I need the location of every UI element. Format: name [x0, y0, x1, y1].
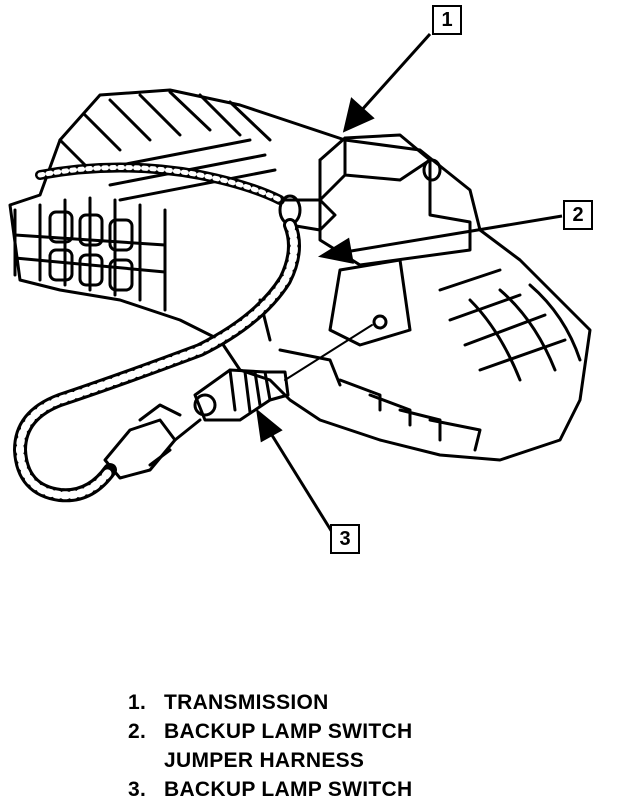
legend: 1. TRANSMISSION 2. BACKUP LAMP SWITCH JU…: [128, 688, 548, 804]
legend-number: 2.: [128, 720, 147, 743]
legend-item-backup-lamp-switch: 3. BACKUP LAMP SWITCH: [128, 775, 548, 804]
legend-label: BACKUP LAMP SWITCH: [164, 778, 413, 801]
legend-item-transmission: 1. TRANSMISSION: [128, 688, 548, 717]
legend-label: BACKUP LAMP SWITCH: [164, 720, 413, 743]
callout-2-arrowhead: [317, 237, 354, 264]
jumper-harness: [13, 162, 301, 503]
callout-3: 3: [330, 524, 360, 554]
transmission-diagram: [8, 32, 592, 533]
legend-number: 1.: [128, 691, 147, 714]
callout-2-arrow: [344, 214, 563, 254]
callout-1-arrow: [358, 32, 432, 114]
callout-3-arrowhead: [255, 408, 283, 443]
legend-label-continued: JUMPER HARNESS: [164, 749, 365, 772]
callout-1: 1: [432, 5, 462, 35]
transmission-body: [8, 88, 592, 462]
legend-number: 3.: [128, 778, 147, 801]
backup-lamp-switch: [193, 368, 290, 422]
switch-leader-line: [284, 324, 373, 381]
callout-2: 2: [563, 200, 593, 230]
callout-3-arrow: [268, 431, 334, 533]
legend-item-jumper-harness: 2. BACKUP LAMP SWITCH JUMPER HARNESS: [128, 717, 548, 775]
legend-label: TRANSMISSION: [164, 691, 329, 714]
callout-1-arrowhead: [342, 97, 375, 133]
